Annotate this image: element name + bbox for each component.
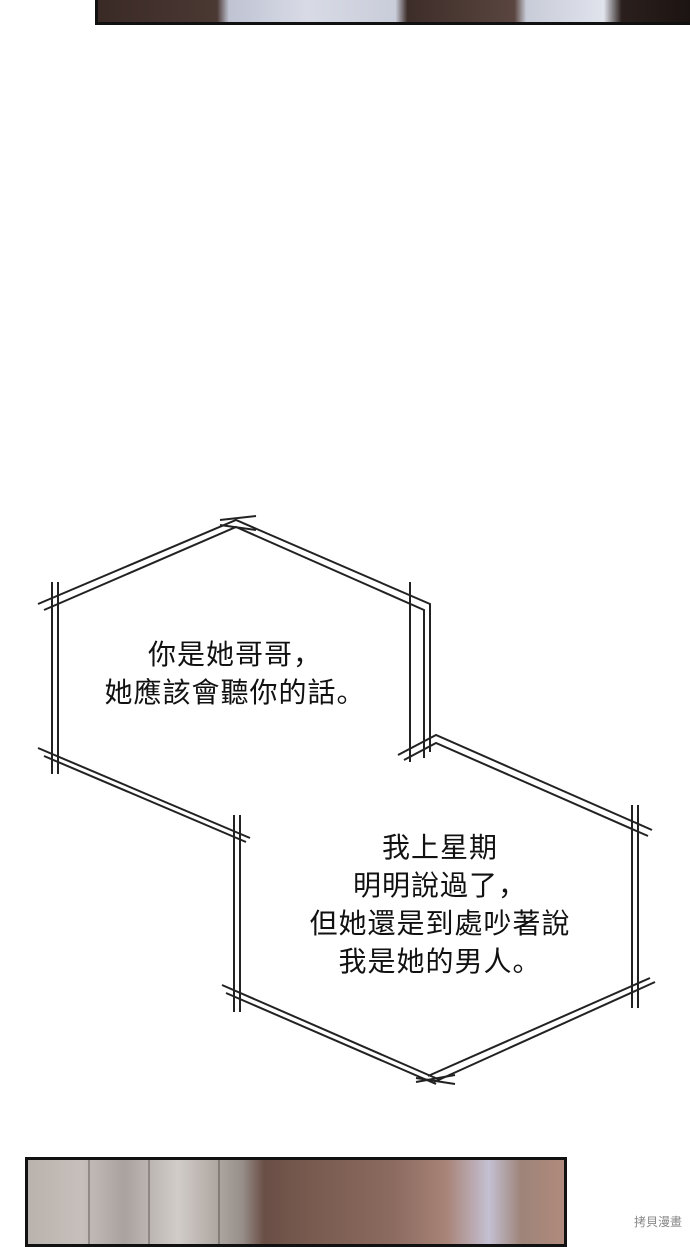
speech-text-1-line-1: 你是她哥哥，: [147, 638, 322, 671]
speech-text-1: 你是她哥哥， 她應該會聽你的話。: [70, 636, 400, 712]
window-frame-line: [148, 1160, 150, 1244]
speech-text-2-line-1: 我上星期: [381, 831, 498, 864]
speech-text-2-line-2: 明明說過了，: [352, 869, 527, 902]
window-frame-line: [88, 1160, 90, 1244]
hexagon-bubble-1: [37, 515, 431, 843]
bottom-comic-panel: [25, 1157, 567, 1247]
top-comic-panel: [95, 0, 690, 25]
hexagon-bubble-2: [221, 733, 656, 1085]
speech-text-1-line-2: 她應該會聽你的話。: [104, 676, 366, 709]
speech-text-2-line-4: 我是她的男人。: [338, 945, 542, 978]
speech-text-2: 我上星期 明明說過了， 但她還是到處吵著說 我是她的男人。: [265, 829, 615, 981]
watermark-text: 拷貝漫畫: [633, 1215, 682, 1229]
window-frame-line: [218, 1160, 220, 1244]
speech-text-2-line-3: 但她還是到處吵著說: [309, 907, 571, 940]
